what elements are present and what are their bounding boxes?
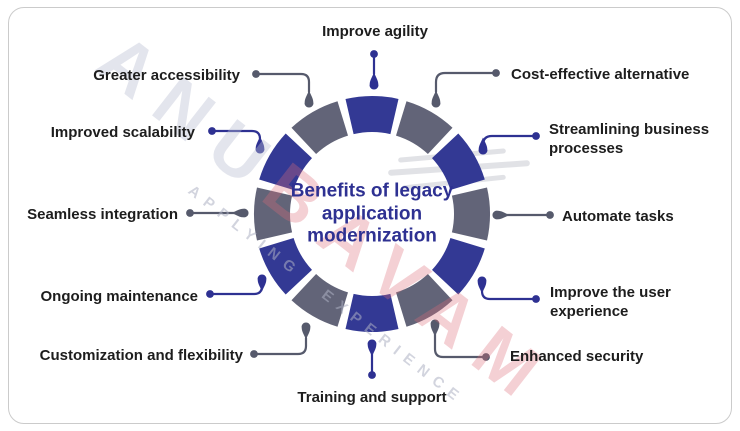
connector-teardrop xyxy=(301,322,311,340)
label-improve-agility: Improve agility xyxy=(322,23,428,40)
connector-dot xyxy=(546,211,554,219)
connector-customization-and-flexibility xyxy=(250,322,311,358)
label-improved-scalability: Improved scalability xyxy=(50,124,195,141)
connector-dot xyxy=(250,350,258,358)
label-improve-the-user-experience: Improve the user experience xyxy=(550,284,671,320)
connector-dot xyxy=(532,295,540,303)
connector-enhanced-security xyxy=(430,319,490,361)
connector-teardrop xyxy=(304,90,314,108)
connector-improve-the-user-experience xyxy=(477,276,540,303)
connector-greater-accessibility xyxy=(252,70,314,108)
connector-teardrop xyxy=(478,137,488,155)
ring-segment-greater-accessibility xyxy=(291,101,348,154)
connector-teardrop xyxy=(430,319,440,337)
connector-improved-scalability xyxy=(208,127,265,154)
connector-dot xyxy=(206,290,214,298)
connector-dot xyxy=(492,69,500,77)
connector-teardrop xyxy=(369,72,379,90)
ring-segment-streamlining-business-processes xyxy=(432,133,485,190)
connector-dot xyxy=(370,50,378,58)
ring-segment-training-and-support xyxy=(345,293,399,333)
ring-segment-customization-and-flexibility xyxy=(291,274,348,327)
connector-teardrop xyxy=(477,276,487,294)
connector-dot xyxy=(252,70,260,78)
ring-segment-enhanced-security xyxy=(396,274,453,327)
connector-ongoing-maintenance xyxy=(206,274,267,298)
ring-segment-ongoing-maintenance xyxy=(259,238,312,295)
connector-automate-tasks xyxy=(492,210,554,220)
ring-segment-automate-tasks xyxy=(451,187,491,241)
label-greater-accessibility: Greater accessibility xyxy=(93,67,240,84)
connector-teardrop xyxy=(492,210,510,220)
ring-segment-improve-the-user-experience xyxy=(432,238,485,295)
connector-dot xyxy=(186,209,194,217)
connector-teardrop xyxy=(255,136,265,154)
label-automate-tasks: Automate tasks xyxy=(562,208,674,225)
connector-seamless-integration xyxy=(186,208,249,218)
label-ongoing-maintenance: Ongoing maintenance xyxy=(40,288,198,305)
label-enhanced-security: Enhanced security xyxy=(510,348,644,365)
ring-segment-seamless-integration xyxy=(253,187,293,241)
connector-cost-effective-alternative xyxy=(431,69,500,108)
ring-segment-improved-scalability xyxy=(259,133,312,190)
ring-segment-cost-effective-alternative xyxy=(396,101,453,154)
connector-teardrop xyxy=(231,208,249,218)
ring-segment-improve-agility xyxy=(345,95,399,135)
label-seamless-integration: Seamless integration xyxy=(27,206,178,223)
connector-training-and-support xyxy=(367,339,377,379)
label-cost-effective-alternative: Cost-effective alternative xyxy=(511,66,690,83)
connector-teardrop xyxy=(431,90,441,108)
connector-dot xyxy=(482,353,490,361)
diagram-title: Benefits of legacy application moderniza… xyxy=(290,180,454,247)
label-customization-and-flexibility: Customization and flexibility xyxy=(39,347,243,364)
label-streamlining-business-processes: Streamlining business processes xyxy=(549,121,710,157)
connector-dot xyxy=(208,127,216,135)
connector-streamlining-business-processes xyxy=(478,132,540,155)
label-training-and-support: Training and support xyxy=(297,389,447,406)
connector-teardrop xyxy=(367,339,377,357)
connector-teardrop xyxy=(257,274,267,292)
connector-dot xyxy=(532,132,540,140)
connector-dot xyxy=(368,371,376,379)
connector-improve-agility xyxy=(369,50,379,90)
